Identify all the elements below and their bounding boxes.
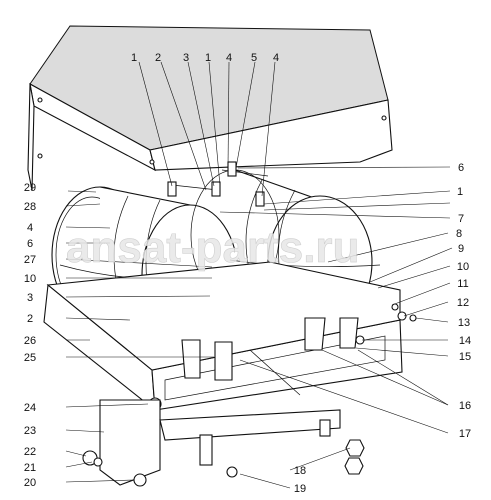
support-brackets	[181, 317, 359, 396]
callout-1-right: 1	[457, 186, 463, 198]
lower-frame	[82, 399, 365, 487]
callout-14: 14	[459, 335, 471, 347]
callout-8: 8	[456, 228, 462, 240]
callout-3-left: 3	[27, 292, 33, 304]
callout-18: 18	[294, 465, 306, 477]
callout-4-top-a: 4	[226, 52, 232, 64]
callout-22: 22	[24, 446, 36, 458]
right-callouts: 6 1 7 8 9 10 11 12 13 14 15 16 17 18 19	[294, 162, 471, 495]
callout-11: 11	[457, 278, 468, 290]
callout-17: 17	[459, 428, 471, 440]
callout-9: 9	[458, 243, 464, 255]
callout-1-top-b: 1	[205, 52, 211, 64]
callout-1-top-a: 1	[131, 52, 137, 64]
callout-6-left: 6	[27, 238, 33, 250]
watermark-text: ansat-parts.ru	[66, 223, 359, 272]
cover-panel	[27, 25, 393, 191]
callout-16: 16	[459, 400, 471, 412]
callout-2-left: 2	[27, 313, 33, 325]
callout-21: 21	[24, 462, 36, 474]
callout-5-top: 5	[251, 52, 257, 64]
callout-13: 13	[458, 317, 470, 329]
callout-26: 26	[24, 335, 36, 347]
callout-3-top: 3	[183, 52, 189, 64]
callout-4-top-b: 4	[273, 52, 279, 64]
callout-29: 29	[24, 182, 36, 194]
callout-23: 23	[24, 425, 36, 437]
callout-28: 28	[24, 201, 36, 213]
callout-6-right: 6	[458, 162, 464, 174]
callout-24: 24	[24, 402, 36, 414]
callout-25: 25	[24, 352, 36, 364]
callout-4-left: 4	[27, 222, 33, 234]
callout-2-top: 2	[155, 52, 161, 64]
leader-lines	[65, 61, 453, 489]
callout-10-left: 10	[24, 273, 36, 285]
callout-15: 15	[459, 351, 471, 363]
callout-12: 12	[457, 297, 469, 309]
left-callouts: 29 28 4 6 27 10 3 2 26 25 24 23 22 21 20	[24, 182, 36, 489]
callout-20: 20	[24, 477, 36, 489]
callout-10-right: 10	[457, 261, 469, 273]
callout-7: 7	[458, 213, 464, 225]
callout-19: 19	[294, 483, 306, 495]
callout-27: 27	[24, 254, 36, 266]
top-callouts: 1 2 3 1 4 5 4	[131, 52, 279, 64]
